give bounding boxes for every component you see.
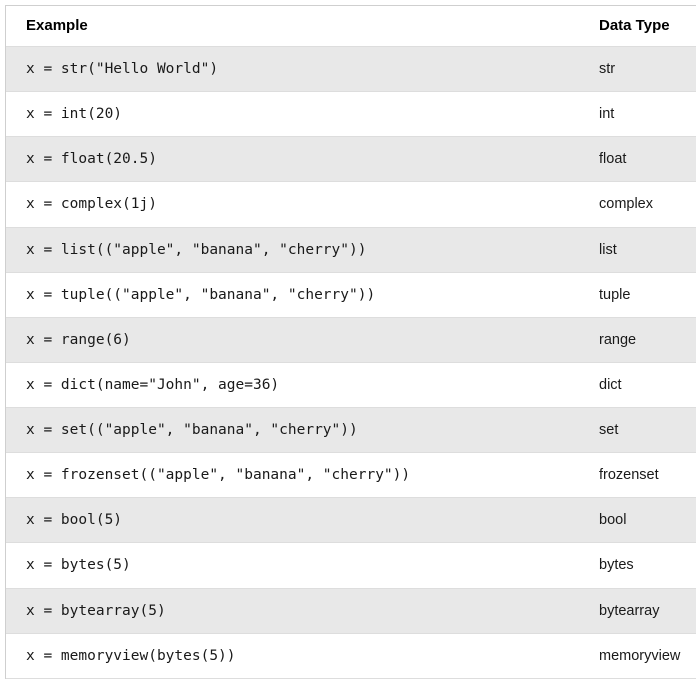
table-row: x = dict(name="John", age=36)dict [6, 362, 696, 409]
cell-datatype: str [579, 46, 696, 93]
cell-datatype: dict [579, 362, 696, 409]
cell-datatype: bytearray [579, 588, 696, 634]
cell-example: x = dict(name="John", age=36) [6, 362, 579, 409]
table-row: x = range(6)range [6, 317, 696, 363]
cell-example: x = set(("apple", "banana", "cherry")) [6, 407, 579, 454]
table-row: x = bool(5)bool [6, 497, 696, 544]
table-row: x = memoryview(bytes(5))memoryview [6, 633, 696, 679]
table-row: x = complex(1j)complex [6, 181, 696, 228]
table-row: x = str("Hello World")str [6, 46, 696, 93]
table-row: x = int(20)int [6, 91, 696, 138]
cell-datatype: bytes [579, 542, 696, 589]
cell-example: x = bytearray(5) [6, 588, 579, 634]
table-row: x = bytearray(5)bytearray [6, 588, 696, 634]
cell-datatype: tuple [579, 272, 696, 318]
cell-example: x = memoryview(bytes(5)) [6, 633, 579, 679]
cell-example: x = frozenset(("apple", "banana", "cherr… [6, 452, 579, 499]
table-container: Example Data Type x = str("Hello World")… [5, 5, 696, 679]
cell-example: x = int(20) [6, 91, 579, 138]
table-row: x = bytes(5)bytes [6, 542, 696, 589]
table-row: x = tuple(("apple", "banana", "cherry"))… [6, 272, 696, 318]
table-header: Example Data Type [6, 6, 696, 47]
cell-datatype: memoryview [579, 633, 696, 679]
cell-example: x = str("Hello World") [6, 46, 579, 93]
cell-datatype: set [579, 407, 696, 454]
cell-datatype: list [579, 227, 696, 273]
cell-example: x = bytes(5) [6, 542, 579, 589]
table-header-row: Example Data Type [6, 6, 696, 47]
cell-example: x = float(20.5) [6, 136, 579, 183]
cell-datatype: complex [579, 181, 696, 228]
cell-example: x = tuple(("apple", "banana", "cherry")) [6, 272, 579, 318]
python-data-types-table: Example Data Type x = str("Hello World")… [6, 6, 696, 679]
column-header-datatype: Data Type [579, 6, 696, 47]
table-row: x = list(("apple", "banana", "cherry"))l… [6, 227, 696, 273]
table-row: x = set(("apple", "banana", "cherry"))se… [6, 407, 696, 454]
cell-datatype: range [579, 317, 696, 363]
cell-example: x = range(6) [6, 317, 579, 363]
table-row: x = float(20.5)float [6, 136, 696, 183]
cell-example: x = bool(5) [6, 497, 579, 544]
cell-datatype: bool [579, 497, 696, 544]
cell-example: x = complex(1j) [6, 181, 579, 228]
cell-datatype: float [579, 136, 696, 183]
cell-datatype: int [579, 91, 696, 138]
cell-example: x = list(("apple", "banana", "cherry")) [6, 227, 579, 273]
column-header-example: Example [6, 6, 579, 47]
table-row: x = frozenset(("apple", "banana", "cherr… [6, 452, 696, 499]
cell-datatype: frozenset [579, 452, 696, 499]
